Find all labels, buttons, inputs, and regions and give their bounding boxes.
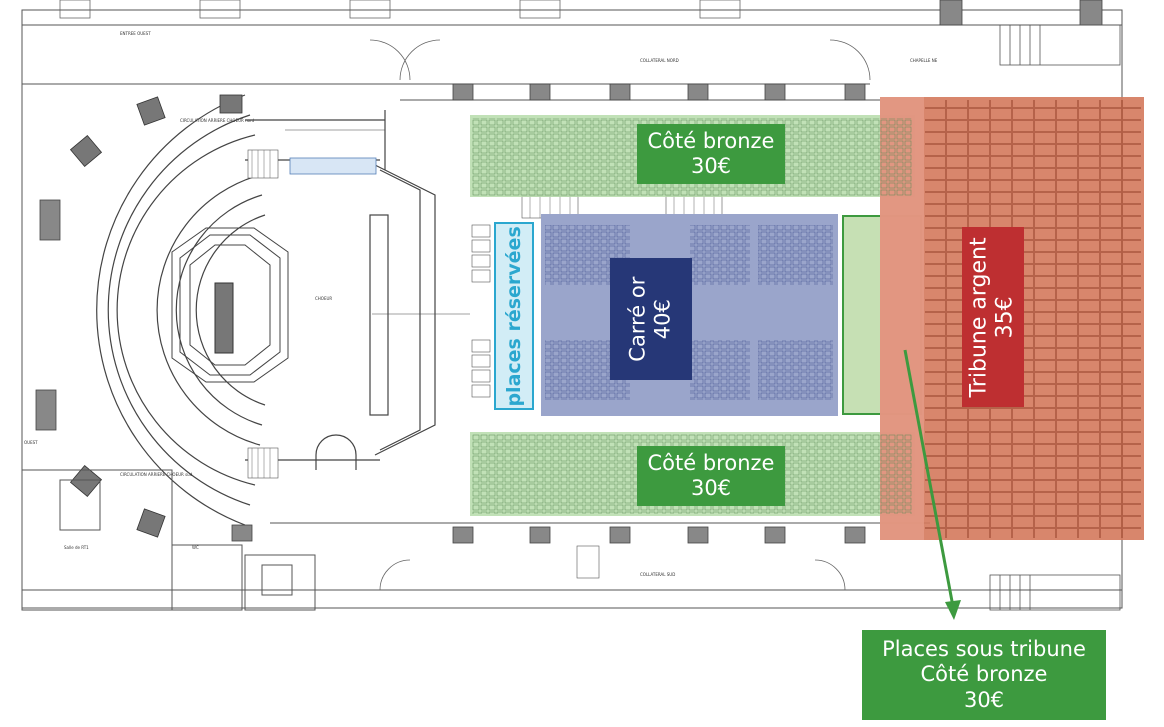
zone-price: 30€: [963, 687, 1005, 712]
zone-places-sous-tribune[interactable]: Places sous tribune Côté bronze 30€: [862, 630, 1106, 720]
zone-name: Places sous tribune: [882, 637, 1086, 662]
zone-name: places réservées: [502, 225, 525, 407]
zone-name: Côté bronze: [647, 128, 775, 153]
zone-name: Carré or: [625, 276, 650, 362]
label-chapelle-ne: CHAPELLE NE: [910, 58, 938, 63]
label-entree-ouest: ENTREE OUEST: [120, 31, 151, 36]
zone-cote-bronze-bottom[interactable]: Côté bronze 30€: [637, 446, 785, 506]
zone-price: 40€: [651, 298, 676, 340]
label-ouest: OUEST: [24, 440, 38, 445]
zone-price: 30€: [690, 154, 732, 178]
label-collateral-nord: COLLATERAL NORD: [640, 58, 679, 63]
label-salle: Salle de RT1: [64, 545, 89, 550]
zone-tribune-argent[interactable]: Tribune argent 35€: [962, 227, 1024, 407]
zone-price: 35€: [993, 296, 1019, 339]
label-collateral-sud: COLLATERAL SUD: [640, 572, 676, 577]
label-choeur: CHOEUR: [315, 296, 333, 301]
zone-name: Tribune argent: [966, 237, 992, 397]
zone-cote-bronze-top[interactable]: Côté bronze 30€: [637, 124, 785, 184]
zone-name: Côté bronze: [647, 450, 775, 475]
zone-price: 30€: [690, 476, 732, 500]
zone-side: Côté bronze: [920, 662, 1048, 687]
label-circulation-haut: CIRCULATION ARRIERE CHOEUR nord: [180, 118, 255, 123]
zone-carre-or[interactable]: Carré or 40€: [610, 258, 692, 380]
label-wc: WC: [192, 545, 199, 550]
label-circulation-bas: CIRCULATION ARRIERE CHOEUR sud: [120, 472, 193, 477]
zone-places-reservees[interactable]: places réservées: [494, 222, 534, 410]
